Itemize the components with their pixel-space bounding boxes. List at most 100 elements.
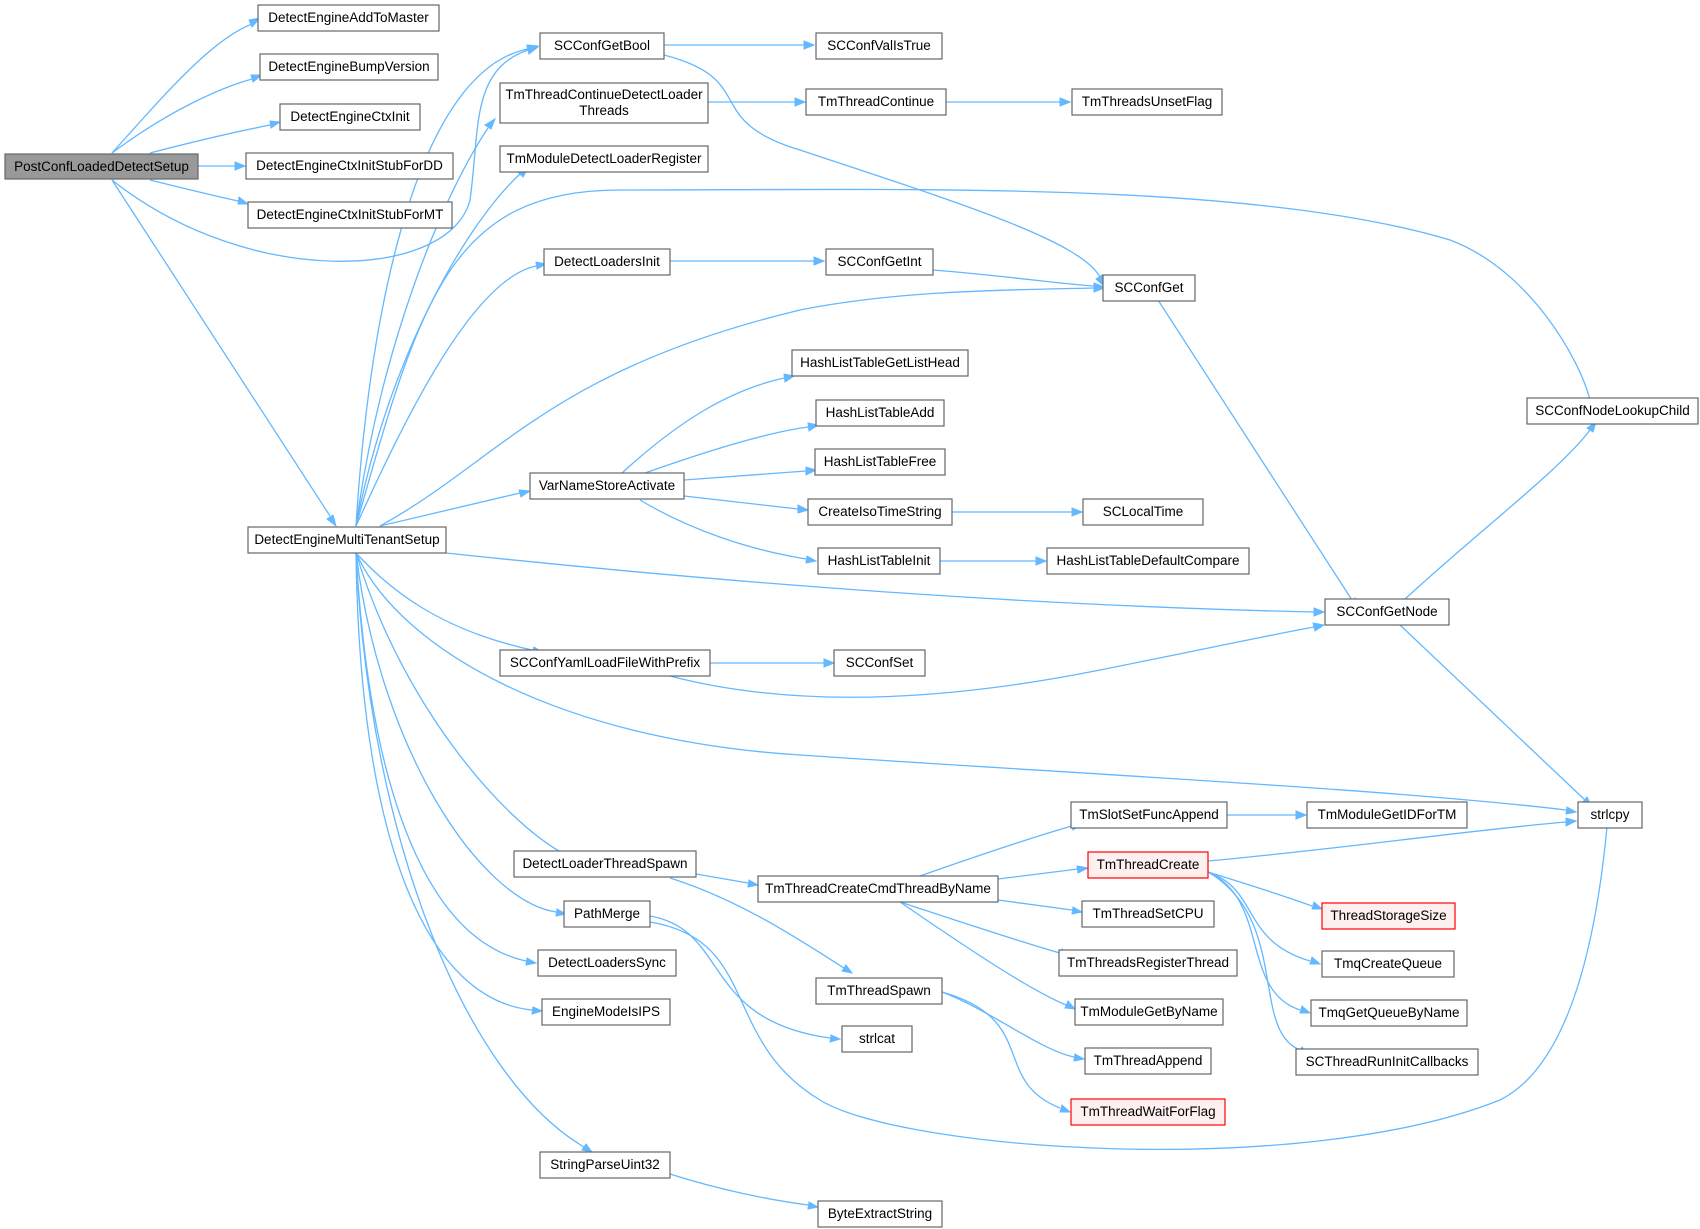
edge-pcl-addtomaster	[111, 17, 262, 154]
node-label: HashListTableInit	[828, 553, 931, 568]
edge-tmcctn-tmgbn	[899, 901, 1077, 1010]
node-label: PostConfLoadedDetectSetup	[14, 159, 189, 174]
node-label: SCThreadRunInitCallbacks	[1306, 1054, 1469, 1069]
node-label: TmThreadWaitForFlag	[1080, 1104, 1215, 1119]
node-label: SCConfGet	[1114, 280, 1183, 295]
node-enginemodeisips[interactable]: EngineModeIsIPS	[541, 998, 671, 1026]
node-label: DetectEngineCtxInitStubForMT	[257, 207, 444, 222]
node-detectenginebumpversion[interactable]: DetectEngineBumpVersion	[259, 53, 439, 81]
node-label-line2: Threads	[579, 103, 629, 118]
node-detectenginemultitenantsetup[interactable]: DetectEngineMultiTenantSetup	[247, 526, 447, 554]
edge-gnode-strlcpy	[1399, 624, 1594, 808]
node-tmthreadcreate[interactable]: TmThreadCreate	[1087, 851, 1209, 879]
node-scconfyamlloadfilewithprefix[interactable]: SCConfYamlLoadFileWithPrefix	[499, 649, 711, 677]
edge-pm-strlcat	[649, 915, 842, 1043]
edge-tmcreate-tss	[1207, 871, 1324, 910]
node-label: PathMerge	[574, 906, 640, 921]
node-scconfgetnode[interactable]: SCConfGetNode	[1324, 598, 1450, 626]
node-threadstoragesize[interactable]: ThreadStorageSize	[1321, 902, 1456, 930]
node-stringparseuint32[interactable]: StringParseUint32	[539, 1151, 671, 1179]
node-label: DetectLoaderThreadSpawn	[522, 856, 687, 871]
node-sclocaltime[interactable]: SCLocalTime	[1082, 498, 1204, 526]
node-detectenginectxinit[interactable]: DetectEngineCtxInit	[279, 103, 421, 131]
edge-tmcctn-tmcreate	[997, 865, 1090, 880]
node-scconfnodelookupchild[interactable]: SCConfNodeLookupChild	[1526, 397, 1699, 425]
node-tmmodulegetidfortm[interactable]: TmModuleGetIDForTM	[1306, 801, 1468, 829]
node-label: TmThreadContinue	[818, 94, 934, 109]
node-label: SCConfValIsTrue	[827, 38, 931, 53]
edge-vnsa-ciso	[683, 495, 810, 514]
edge-pcl-demts	[111, 179, 337, 528]
node-tmthreadsregisterthread[interactable]: TmThreadsRegisterThread	[1058, 949, 1238, 977]
node-label: TmModuleDetectLoaderRegister	[506, 151, 702, 166]
node-tmthreadspawn[interactable]: TmThreadSpawn	[815, 977, 943, 1005]
edge-demts-dli	[355, 261, 548, 527]
node-tmthreadcreatecmdthreadbyname[interactable]: TmThreadCreateCmdThreadByName	[757, 875, 999, 903]
node-label: SCConfGetInt	[837, 254, 921, 269]
node-scconfget[interactable]: SCConfGet	[1102, 274, 1196, 302]
edge-gint-get	[931, 269, 1106, 291]
node-label: SCConfSet	[846, 655, 914, 670]
node-scthreadruninitcallbacks[interactable]: SCThreadRunInitCallbacks	[1295, 1048, 1479, 1076]
node-tmqgetqueuebyname[interactable]: TmqGetQueueByName	[1310, 999, 1468, 1027]
node-scconfvalistrue[interactable]: SCConfValIsTrue	[815, 32, 943, 60]
node-label: HashListTableDefaultCompare	[1056, 553, 1239, 568]
node-hashlisttablegetlisthead[interactable]: HashListTableGetListHead	[791, 349, 969, 377]
node-createisotimestring[interactable]: CreateIsoTimeString	[807, 498, 953, 526]
node-scconfgetint[interactable]: SCConfGetInt	[825, 248, 934, 276]
node-byteextractstring[interactable]: ByteExtractString	[817, 1200, 943, 1228]
node-detectenginectxinitstubfordd[interactable]: DetectEngineCtxInitStubForDD	[245, 152, 454, 180]
node-tmthreadsunsetflag[interactable]: TmThreadsUnsetFlag	[1071, 88, 1223, 116]
node-detectloadersinit[interactable]: DetectLoadersInit	[543, 248, 671, 276]
edge-vnsa-hladd	[644, 422, 820, 474]
node-hashlisttableinit[interactable]: HashListTableInit	[817, 547, 941, 575]
edge-yaml-set	[710, 658, 836, 668]
node-label: DetectEngineCtxInitStubForDD	[256, 158, 443, 173]
edge-vnsa-hlinit	[639, 499, 818, 564]
edge-dlts-tmspawn	[669, 877, 854, 974]
node-detectenginectxinitstubformt[interactable]: DetectEngineCtxInitStubForMT	[247, 201, 453, 229]
node-label: SCConfYamlLoadFileWithPrefix	[510, 655, 701, 670]
node-label: TmThreadCreateCmdThreadByName	[765, 881, 991, 896]
node-label: StringParseUint32	[550, 1157, 660, 1172]
node-label: TmThreadsRegisterThread	[1067, 955, 1229, 970]
edge-pcl-bumpversion	[111, 74, 264, 154]
edge-pcl-dd	[198, 161, 247, 171]
node-scconfset[interactable]: SCConfSet	[833, 649, 926, 677]
node-detectengineaddtomaster[interactable]: DetectEngineAddToMaster	[257, 4, 440, 32]
node-tmthreadwaitforflag[interactable]: TmThreadWaitForFlag	[1070, 1098, 1226, 1126]
node-label: TmThreadAppend	[1094, 1053, 1203, 1068]
edge-tmcont-tmuf	[945, 97, 1072, 107]
node-tmmoduledetectloaderregister[interactable]: TmModuleDetectLoaderRegister	[499, 145, 709, 173]
node-detectloaderssync[interactable]: DetectLoadersSync	[537, 949, 677, 977]
node-tmthreadsetcpu[interactable]: TmThreadSetCPU	[1081, 900, 1215, 928]
node-hashlisttableadd[interactable]: HashListTableAdd	[815, 399, 945, 427]
node-postconfloadeddetectsetup[interactable]: PostConfLoadedDetectSetup	[4, 153, 199, 180]
edge-vnsa-hlgh	[621, 373, 796, 474]
node-label: HashListTableAdd	[826, 405, 935, 420]
node-tmmodulegetbyname[interactable]: TmModuleGetByName	[1074, 998, 1224, 1026]
node-label: TmThreadSpawn	[827, 983, 931, 998]
node-label: TmThreadsUnsetFlag	[1082, 94, 1213, 109]
node-tmqcreatequeue[interactable]: TmqCreateQueue	[1321, 950, 1455, 978]
node-strlcat[interactable]: strlcat	[841, 1025, 913, 1053]
node-label: SCLocalTime	[1103, 504, 1184, 519]
node-tmthreadcontinue[interactable]: TmThreadContinue	[805, 88, 947, 116]
edge-spu32-bes	[669, 1173, 820, 1210]
edge-demts-get	[379, 283, 1106, 527]
node-label: SCConfGetBool	[554, 38, 650, 53]
node-hashlisttabledefaultcompare[interactable]: HashListTableDefaultCompare	[1046, 547, 1250, 575]
node-label: HashListTableGetListHead	[800, 355, 960, 370]
node-varnamestoreactivate[interactable]: VarNameStoreActivate	[529, 472, 685, 500]
node-scconfgetbool[interactable]: SCConfGetBool	[539, 32, 665, 60]
node-pathmerge[interactable]: PathMerge	[563, 900, 651, 928]
node-hashlisttablefree[interactable]: HashListTableFree	[814, 448, 946, 476]
node-label: SCConfGetNode	[1336, 604, 1437, 619]
node-label: EngineModeIsIPS	[552, 1004, 660, 1019]
node-tmthreadappend[interactable]: TmThreadAppend	[1084, 1047, 1212, 1075]
node-strlcpy[interactable]: strlcpy	[1577, 801, 1643, 829]
node-detectloaderthreadspawn[interactable]: DetectLoaderThreadSpawn	[513, 850, 697, 878]
node-tmslotsetfuncappend[interactable]: TmSlotSetFuncAppend	[1070, 801, 1228, 829]
edge-gbool-istrue	[664, 40, 816, 50]
